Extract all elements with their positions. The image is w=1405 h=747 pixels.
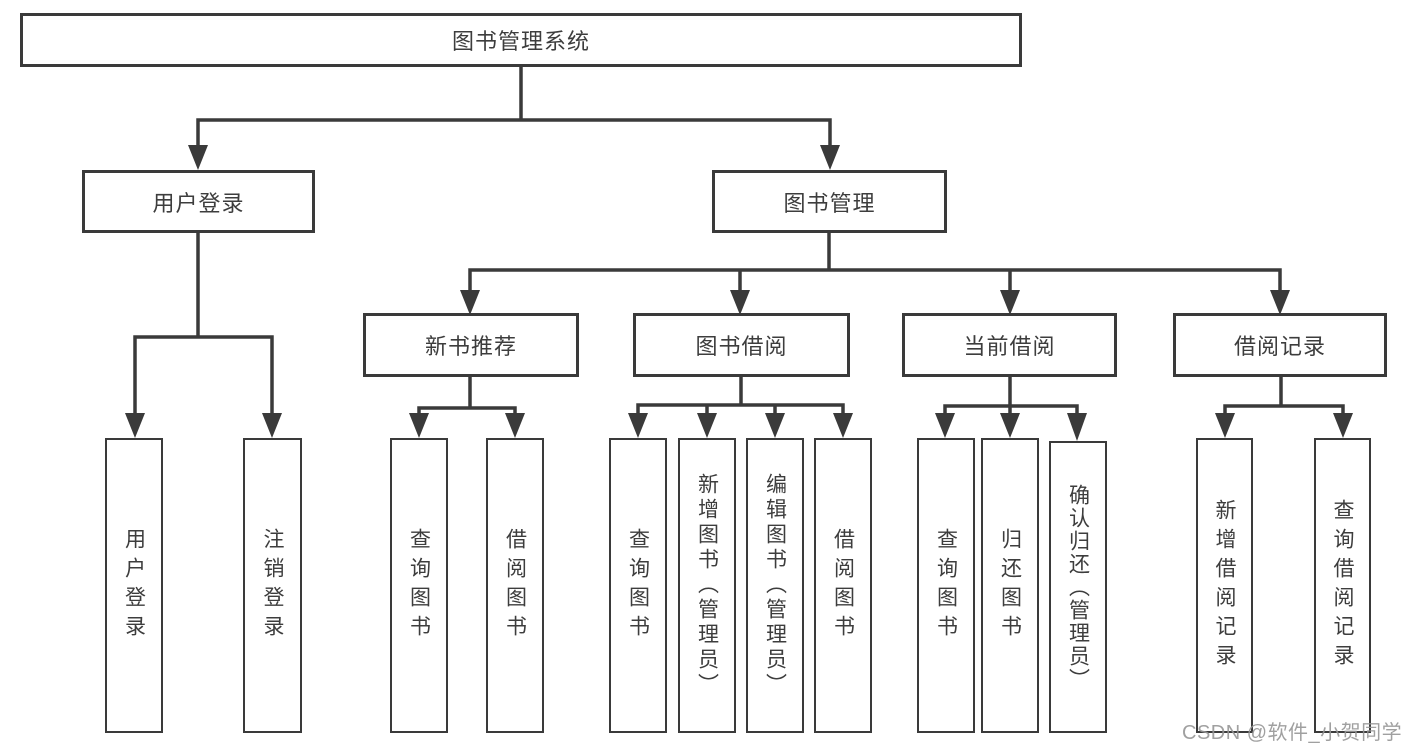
leaf-add-borrow-record: 新增借阅记录 [1196, 438, 1253, 733]
leaf-borrow-books-borrowing: 借阅图书 [814, 438, 872, 733]
node-user-login: 用户登录 [82, 170, 315, 233]
connector-borrow-records-to-leaves [1223, 375, 1345, 417]
arrowheads-level3 [460, 290, 1290, 315]
leaf-add-books-admin: 新增图书（管理员） [678, 438, 736, 733]
arrowheads-level2 [188, 145, 840, 170]
leaf-logout: 注销登录 [243, 438, 302, 733]
arrowheads-current-borrow [935, 413, 1087, 441]
arrowheads-borrow-records [1215, 413, 1353, 438]
leaf-query-books-borrowing: 查询图书 [609, 438, 667, 733]
leaf-edit-books-admin: 编辑图书（管理员） [746, 438, 804, 733]
node-root-library-system: 图书管理系统 [20, 13, 1022, 67]
arrowheads-user-login [125, 413, 282, 438]
arrowheads-book-borrow [628, 413, 853, 438]
connector-book-mgmt-to-level3 [468, 231, 1282, 294]
node-book-borrowing: 图书借阅 [633, 313, 850, 377]
connector-user-login-to-leaves [133, 231, 274, 417]
connector-new-books-to-leaves [417, 375, 517, 417]
csdn-watermark: CSDN @软件_小贺同学 [1182, 722, 1403, 744]
leaf-return-books: 归还图书 [981, 438, 1039, 733]
leaf-borrow-books-recommend: 借阅图书 [486, 438, 544, 733]
leaf-query-borrow-record: 查询借阅记录 [1314, 438, 1371, 733]
leaf-query-books-current: 查询图书 [917, 438, 975, 733]
connector-current-borrow-to-leaves [943, 375, 1079, 417]
node-new-book-recommend: 新书推荐 [363, 313, 579, 377]
leaf-query-books-recommend: 查询图书 [390, 438, 448, 733]
connector-book-borrow-to-leaves [636, 375, 845, 417]
node-borrowing-records: 借阅记录 [1173, 313, 1387, 377]
leaf-user-login: 用户登录 [105, 438, 163, 733]
node-current-borrowing: 当前借阅 [902, 313, 1117, 377]
connector-root-to-level2 [196, 65, 832, 149]
arrowheads-new-books [409, 413, 525, 438]
node-book-management: 图书管理 [712, 170, 947, 233]
leaf-confirm-return-admin: 确认归还（管理员） [1049, 441, 1107, 733]
